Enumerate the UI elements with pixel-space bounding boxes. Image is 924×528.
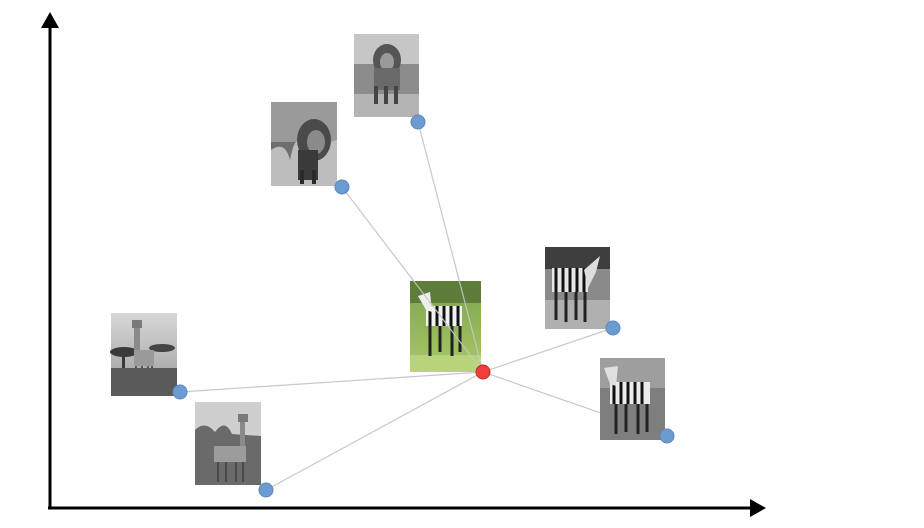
marker-zebra-2[interactable]: [659, 428, 675, 444]
giraffe-2-photo: [195, 402, 261, 485]
marker-lion-1[interactable]: [334, 179, 350, 195]
marker-zebra-1[interactable]: [605, 320, 621, 336]
x-axis-arrow-icon: [750, 499, 766, 517]
lion-1-photo: [271, 102, 337, 186]
marker-giraffe-1[interactable]: [172, 384, 188, 400]
lion-2-photo: [354, 34, 419, 117]
marker-giraffe-2[interactable]: [258, 482, 274, 498]
edge-giraffe-2: [265, 371, 484, 491]
y-axis-arrow-icon: [41, 12, 59, 28]
edge-giraffe-1: [179, 371, 484, 393]
axes: [41, 12, 766, 517]
marker-query-zebra[interactable]: [475, 364, 491, 380]
edge-zebra-1: [482, 327, 614, 373]
edges-overlay: [409, 271, 484, 373]
marker-lion-2[interactable]: [410, 114, 426, 130]
giraffe-1-photo: [110, 313, 177, 396]
edge-lion-1-overlay: [409, 275, 484, 373]
query-zebra-photo: [410, 281, 481, 372]
markers: [172, 114, 675, 498]
edge-lion-2-overlay: [456, 271, 484, 373]
zebra-2-photo: [600, 358, 665, 440]
zebra-1-photo: [545, 247, 610, 329]
